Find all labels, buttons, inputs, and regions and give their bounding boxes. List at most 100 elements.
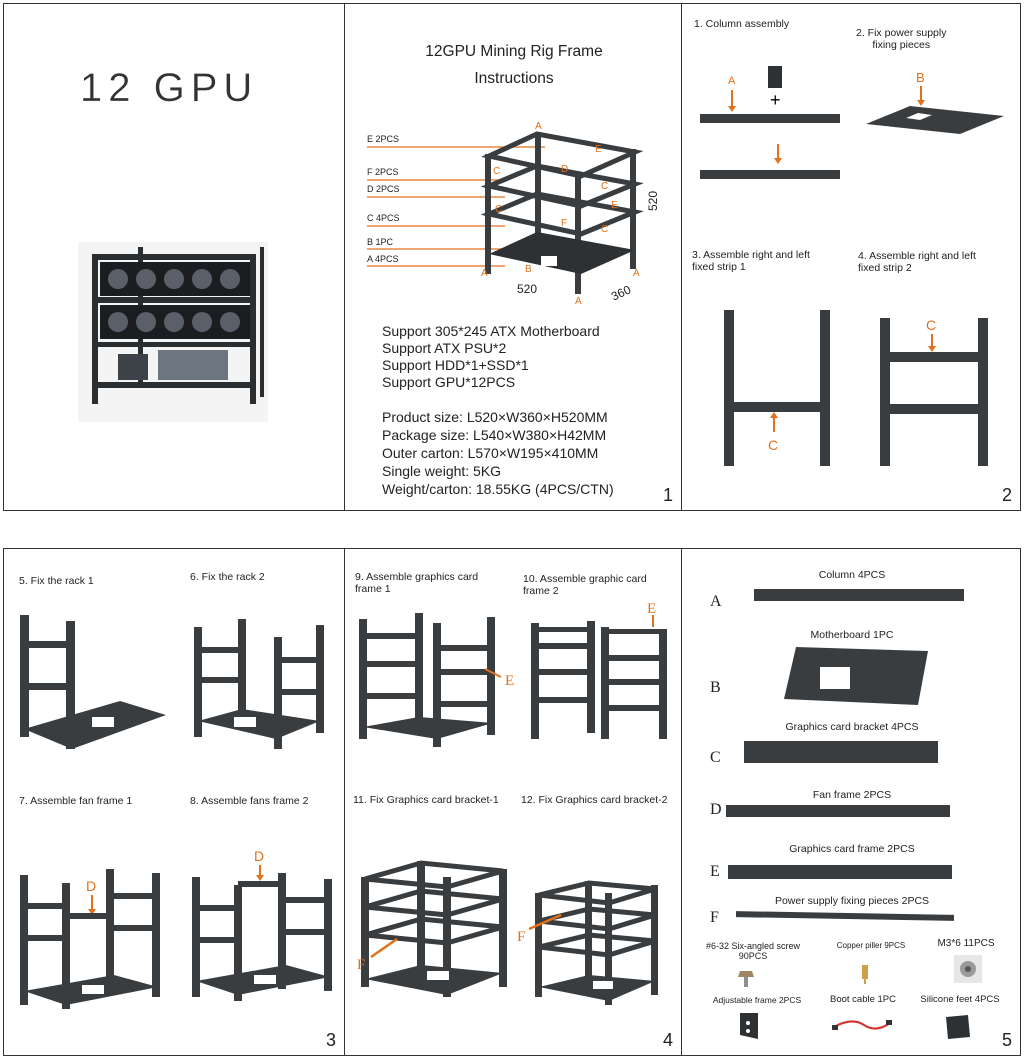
part-letter-d: D	[710, 801, 722, 818]
svg-text:F: F	[357, 957, 365, 973]
step-11-bracket-diagram: F	[357, 860, 507, 997]
copper-pillar-label: Copper piller 9PCS	[836, 941, 906, 950]
svg-text:E: E	[611, 200, 618, 211]
boot-cable-icon	[832, 1020, 892, 1030]
m3-screw-icon	[954, 955, 982, 983]
step-3-line-1: 3. Assemble right and left	[692, 249, 810, 261]
step-3-strip-diagram: C	[724, 310, 830, 466]
page-number: 4	[662, 1030, 673, 1050]
title-line-1: 12GPU Mining Rig Frame	[425, 43, 603, 60]
step-3-line-2: fixed strip 1	[692, 261, 746, 273]
panel-4: 9. Assemble graphics card frame 1 10. As…	[344, 548, 682, 1056]
svg-text:A: A	[481, 268, 488, 279]
part-letter-b: B	[710, 679, 721, 696]
step-12-label: 12. Fix Graphics card bracket-2	[521, 794, 668, 806]
svg-text:C: C	[926, 317, 936, 333]
step-4-label: 4. Assemble right and left fixed strip 2	[858, 250, 976, 274]
step-10-frame-diagram: E	[531, 601, 667, 739]
step-9-label: 9. Assemble graphics card frame 1	[355, 571, 478, 595]
step-1-label: 1. Column assembly	[694, 18, 790, 30]
svg-text:C: C	[495, 204, 502, 215]
part-name-d: Fan frame 2PCS	[812, 789, 892, 801]
title-line-2: Instructions	[474, 70, 554, 87]
boot-cable-label: Boot cable 1PC	[829, 994, 896, 1005]
part-bracket-image	[744, 741, 938, 763]
page-number: 2	[1001, 485, 1012, 505]
svg-text:F: F	[561, 218, 567, 229]
support-line: Support ATX PSU*2	[382, 340, 507, 356]
panel-2: 1. Column assembly 2. Fix power supply f…	[681, 3, 1021, 511]
part-name-c: Graphics card bracket 4PCS	[785, 721, 919, 733]
step-9-line-1: 9. Assemble graphics card	[355, 571, 479, 583]
part-fan-frame-image	[726, 805, 950, 817]
svg-text:E: E	[595, 144, 602, 155]
part-psu-piece-image	[736, 911, 954, 921]
callout-e: E 2PCS	[367, 134, 400, 144]
cover-panel: 12 GPU	[3, 3, 345, 511]
part-name-f: Power supply fixing pieces 2PCS	[774, 895, 930, 907]
step-7-label: 7. Assemble fan frame 1	[19, 795, 133, 807]
step-11-label: 11. Fix Graphics card bracket-1	[353, 794, 499, 806]
svg-text:A: A	[728, 75, 736, 87]
svg-text:A: A	[535, 121, 542, 132]
svg-text:B: B	[916, 70, 925, 85]
part-letter-f: F	[710, 909, 719, 926]
spec-line: Weight/carton: 18.55KG (4PCS/CTN)	[382, 481, 614, 497]
step-12-bracket-diagram: F	[517, 880, 658, 1005]
panel-3: 5. Fix the rack 1 6. Fix the rack 2 7. A…	[3, 548, 345, 1056]
svg-text:C: C	[601, 224, 608, 235]
callout-d: D 2PCS	[367, 184, 400, 194]
support-line: Support GPU*12PCS	[382, 374, 516, 390]
svg-text:E: E	[647, 601, 656, 617]
page-number: 3	[325, 1030, 336, 1050]
part-column-image	[754, 589, 964, 601]
svg-text:C: C	[768, 437, 778, 453]
svg-text:C: C	[493, 166, 500, 177]
part-letter-e: E	[710, 863, 720, 880]
page-number: 1	[662, 485, 673, 505]
silicone-feet-label: Silicone feet 4PCS	[920, 994, 1000, 1005]
step-4-strip-diagram: C	[880, 317, 988, 466]
rig-photo	[78, 242, 268, 422]
support-line: Support HDD*1+SSD*1	[382, 357, 529, 373]
page-number: 5	[1001, 1030, 1012, 1050]
spec-line: Product size: L520×W360×H520MM	[382, 409, 608, 425]
step-10-line-1: 10. Assemble graphic card	[523, 573, 647, 585]
step-10-label: 10. Assemble graphic card frame 2	[523, 573, 647, 597]
adjustable-frame-label: Adjustable frame 2PCS	[712, 995, 802, 1005]
spec-line: Outer carton: L570×W195×410MM	[382, 445, 599, 461]
dimension-height: 520	[646, 190, 661, 212]
screw-icon	[738, 971, 754, 987]
svg-text:+: +	[770, 90, 781, 110]
callout-a: A 4PCS	[367, 254, 399, 264]
step-5-label: 5. Fix the rack 1	[19, 575, 94, 587]
spec-line: Package size: L540×W380×H42MM	[382, 427, 607, 443]
step-4-line-1: 4. Assemble right and left	[858, 250, 976, 262]
step-9-frame-diagram: E	[359, 613, 514, 747]
m3-screw-label: M3*6 11PCS	[937, 938, 995, 949]
callout-f: F 2PCS	[367, 167, 399, 177]
adjustable-frame-icon	[740, 1013, 758, 1039]
step-6-label: 6. Fix the rack 2	[190, 571, 265, 583]
panel-5: A Column 4PCS B Motherboard 1PC C Graphi…	[681, 548, 1021, 1056]
part-name-e: Graphics card frame 2PCS	[789, 843, 915, 855]
svg-text:D: D	[561, 164, 568, 175]
panel-1: 12GPU Mining Rig Frame Instructions E 2P…	[344, 3, 682, 511]
part-name-b: Motherboard 1PC	[810, 629, 894, 641]
step-4-line-2: fixed strip 2	[858, 262, 912, 274]
step-9-line-2: frame 1	[355, 583, 391, 595]
step-2-line-1: 2. Fix power supply	[856, 27, 947, 39]
step-6-rack-diagram	[194, 619, 324, 749]
step-1-column-diagram: + A	[700, 66, 840, 179]
svg-text:D: D	[86, 878, 96, 894]
svg-text:A: A	[575, 296, 582, 307]
part-name-a: Column 4PCS	[818, 569, 886, 581]
support-line: Support 305*245 ATX Motherboard	[382, 323, 600, 339]
cover-title: 12 GPU	[80, 66, 259, 110]
step-8-label: 8. Assemble fans frame 2	[190, 795, 309, 807]
svg-text:A: A	[633, 268, 640, 279]
part-card-frame-image	[728, 865, 952, 879]
callout-c: C 4PCS	[367, 213, 400, 223]
copper-pillar-icon	[862, 965, 868, 984]
svg-text:E: E	[505, 673, 514, 689]
